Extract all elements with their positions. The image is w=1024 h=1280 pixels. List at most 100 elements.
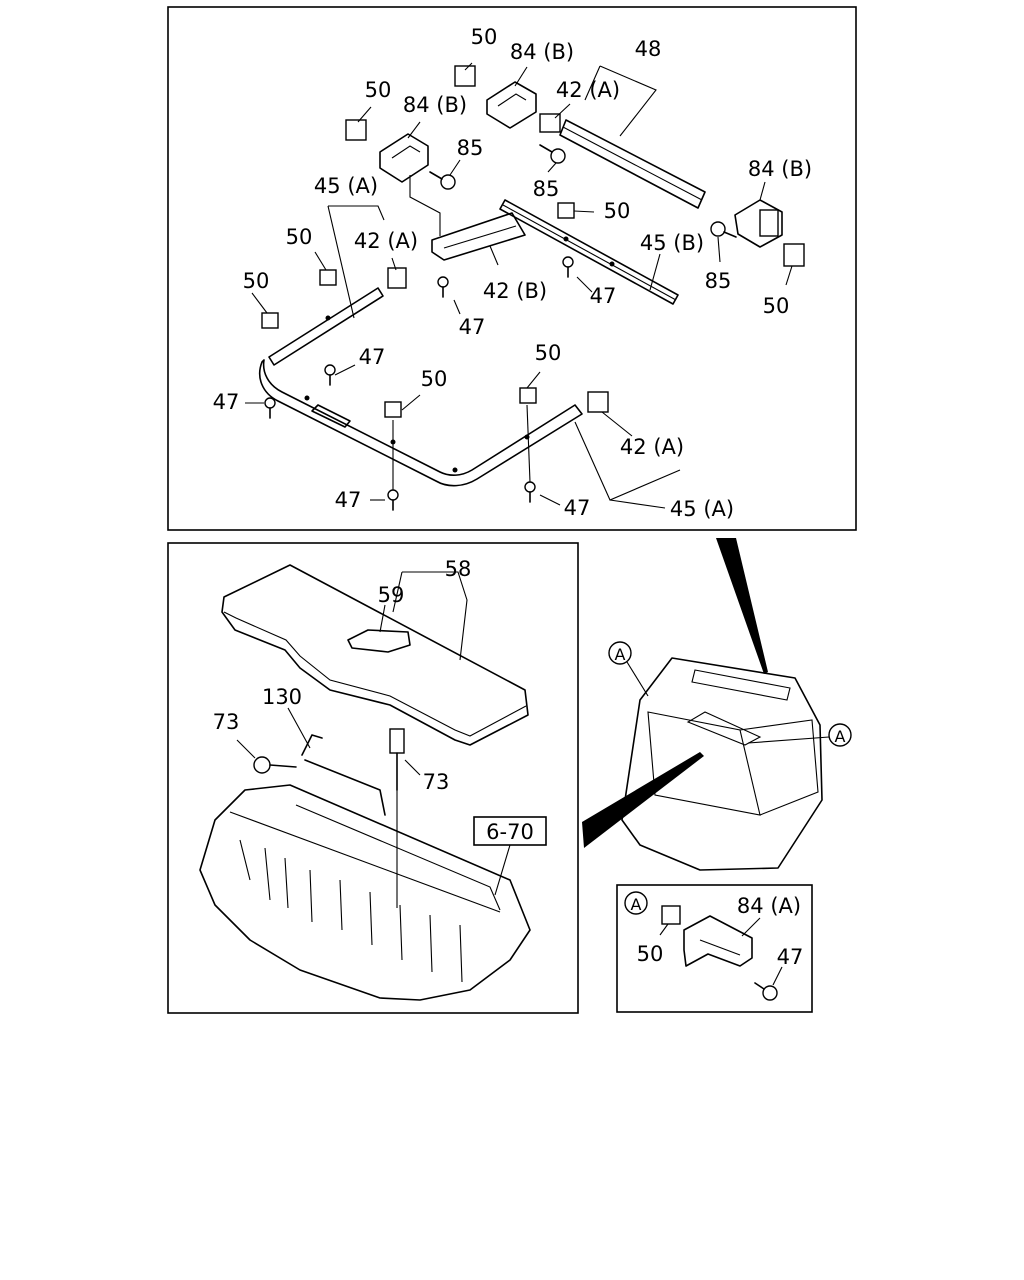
cover-panel-leaders [236,571,468,776]
cargo-cover-edge [223,611,527,737]
screw-47-e [387,489,399,511]
callout-a-left: A [608,641,649,697]
clip-50-left [345,119,367,141]
bracket-84b-top [486,81,537,129]
callout-a-left-text: A [615,645,626,664]
cover-panel: 6-70 58 59 130 73 73 [167,542,579,1014]
label-59: 59 [378,583,405,607]
rod-130-body [301,734,386,816]
pointer-wedge-top [716,538,768,674]
label-47-c: 47 [359,345,386,369]
label-42a-top: 42 (A) [556,78,620,102]
label-42a-right: 42 (A) [620,435,684,459]
rail-45b-edge [502,204,677,301]
label-130: 130 [262,685,302,709]
detail-leader-50 [659,923,669,936]
floor-structure [199,784,531,1001]
label-85-left: 85 [457,136,484,160]
detail-a-frame [616,884,813,1013]
detail-bracket-84a [683,915,753,967]
cover-panel-frame [167,542,579,1014]
clip-50-right [783,243,805,267]
cargo-cover-58 [221,564,529,746]
label-84b-right: 84 (B) [748,157,812,181]
screw-47-a [437,276,449,298]
detail-a-panel: A 84 (A) 50 47 [616,884,813,1013]
screw-85-left [429,171,456,190]
top-panel-frame [167,6,857,531]
rail-45a-u-frame [258,359,583,487]
label-85-mid: 85 [533,177,560,201]
clip-50-lower-right [519,387,537,404]
detail-label-47: 47 [777,945,804,969]
detail-a-callout: A [631,895,642,914]
clip-50-top [454,65,476,87]
bracket-42b-body [431,212,526,261]
label-84b-left: 84 (B) [403,93,467,117]
screw-47-f [524,481,536,503]
vehicle-view: A A [582,538,852,871]
detail-leader-84a [741,917,761,937]
callout-a-right: A [747,723,852,747]
bracket-84b-right-clip [759,209,779,237]
callout-a-right-text: A [835,727,846,746]
rail-45a-left-arm [268,287,384,366]
screw-47-c [324,364,336,386]
label-50-top: 50 [471,25,498,49]
screw-85-right [710,221,737,238]
top-panel-leaders [245,62,793,509]
bracket-42b-rib [443,225,517,249]
strip-48 [559,119,706,209]
label-73-left: 73 [213,710,240,734]
screw-85-mid [539,144,566,164]
detail-screw-47 [754,982,778,1001]
clip-50-lower-center [384,401,402,418]
label-50-under: 50 [286,225,313,249]
cargo-cover-outline [221,564,529,746]
clip-50-under [319,269,337,286]
bracket-84b-right [734,199,783,248]
label-47-a: 47 [459,315,486,339]
detail-bracket-rib [699,939,741,956]
ref-leader [494,844,511,896]
label-50-mid: 50 [604,199,631,223]
label-42a-left: 42 (A) [354,229,418,253]
vehicle-outline [621,657,823,871]
rail-hole [325,315,331,321]
screw-47-b [562,256,574,278]
label-47-f: 47 [564,496,591,520]
label-50-lower-right: 50 [535,341,562,365]
detail-clip-50 [661,905,681,925]
fastener-42a-right [587,391,609,413]
label-50-far: 50 [243,269,270,293]
strip-48-line [562,126,703,201]
bracket-84b-left-slot [391,145,421,159]
bolt-73-left [253,756,297,774]
detail-label-84a: 84 (A) [737,894,801,918]
label-73-right: 73 [423,770,450,794]
rail-hole [452,467,458,473]
strip-48-body [559,119,706,209]
floor-ribs [239,839,463,983]
label-50-lower-center: 50 [421,367,448,391]
top-panel-labels: 50 84 (B) 48 42 (A) 50 84 (B) 85 85 84 (… [213,25,812,521]
floor-outline [199,784,531,1001]
rod-130 [301,734,386,816]
clip-50-mid [557,202,575,219]
label-50-right: 50 [763,294,790,318]
fastener-42a-top [539,113,561,133]
label-47-d: 47 [213,390,240,414]
rail-hole [563,236,569,242]
label-85-right: 85 [705,269,732,293]
bracket-84b-left-body [379,133,429,183]
clip-50-far [261,312,279,329]
screw-47-d [264,397,276,419]
bracket-84b-left [379,133,429,183]
floor-crossmember [229,811,501,913]
label-84b-top: 84 (B) [510,40,574,64]
label-45a-top: 45 (A) [314,174,378,198]
bracket-42b [409,175,526,261]
handle-59 [347,629,411,653]
rail-hole [304,395,310,401]
